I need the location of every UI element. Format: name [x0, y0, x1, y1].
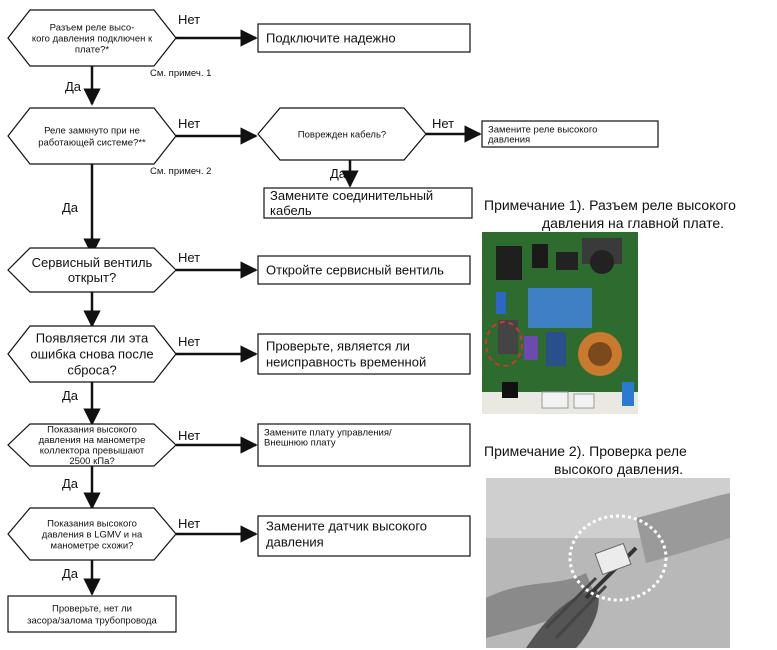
- action-check-temporary: [257, 333, 471, 375]
- main-board-photo: [482, 232, 638, 414]
- a5-text-line-1: Замените плату управления/: [264, 427, 392, 438]
- note1-line-2: давления на главной плате.: [542, 215, 725, 231]
- q6-text-line-3: манометре схожи?: [51, 540, 134, 551]
- q6-no-label: Нет: [178, 516, 200, 531]
- q2b-yes-label: Да: [330, 166, 347, 181]
- q1-text-line-2: кого давления подключен к: [32, 33, 153, 44]
- q5-no-label: Нет: [178, 428, 200, 443]
- q5-text-line-4: 2500 кПа?: [69, 456, 114, 467]
- q1-text-line-1: Разъем реле высо-: [50, 22, 135, 33]
- decision-lgmv-match: [7, 507, 177, 561]
- a7-text-line-1: Проверьте, нет ли: [52, 603, 132, 614]
- a2b-text-line-2: давления: [488, 134, 530, 145]
- q1-text-line-3: плате?*: [75, 44, 110, 55]
- connector-lines: [83, 29, 482, 596]
- q2-yes-label: Да: [62, 200, 79, 215]
- decision-high-pressure-gauge: [7, 423, 177, 467]
- q5-text-line-1: Показания высокого: [47, 425, 137, 436]
- q6-text-line-2: давления в LGMV и на: [42, 529, 143, 540]
- q5-yes-label: Да: [62, 476, 79, 491]
- a2b-text-line-1: Замените реле высокого: [488, 124, 597, 135]
- q5-text-line-3: коллектора превышают: [40, 446, 145, 457]
- relay-highlight: [568, 514, 668, 602]
- decision-relay-connector: [7, 9, 177, 67]
- a7-text-line-2: засора/залома трубопровода: [27, 615, 157, 626]
- q6-text-line-1: Показания высокого: [47, 518, 137, 529]
- q1-no-label: Нет: [178, 12, 200, 27]
- decision-relay-closed: [7, 107, 177, 165]
- q3-text-line-1: Сервисный вентиль: [32, 255, 153, 270]
- q3-no-label: Нет: [178, 250, 200, 265]
- q4-text-line-1: Появляется ли эта: [36, 331, 149, 346]
- action-replace-board: [257, 423, 471, 467]
- q2b-no-label: Нет: [432, 116, 454, 131]
- q6-yes-label: Да: [62, 566, 79, 581]
- decision-cable-damaged: [257, 107, 427, 161]
- action-replace-sensor: [257, 515, 471, 557]
- action-replace-relay: [481, 120, 659, 148]
- a1-text-line-1: Подключите надежно: [266, 31, 396, 46]
- a2c-text-line-1: Замените соединительный: [270, 188, 433, 203]
- q1-note: См. примеч. 1: [150, 68, 211, 79]
- q2-text-line-2: работающей системе?**: [38, 137, 146, 148]
- q2-text-line-1: Реле замкнуто при не: [44, 125, 140, 136]
- a4-text-line-1: Проверьте, является ли: [266, 339, 410, 354]
- action-connect-securely: [257, 23, 471, 53]
- q2-no-label: Нет: [178, 116, 200, 131]
- q3-text-line-2: открыт?: [68, 270, 116, 285]
- q4-no-label: Нет: [178, 334, 200, 349]
- q4-text-line-2: ошибка снова после: [30, 347, 153, 362]
- action-replace-cable: [263, 187, 473, 219]
- connector-highlight: [485, 321, 523, 367]
- note2-line-1: Примечание 2). Проверка реле: [484, 443, 687, 459]
- decision-error-repeats: [7, 325, 177, 383]
- q2b-text-line-1: Поврежден кабель?: [298, 129, 386, 140]
- a6-text-line-1: Замените датчик высокого: [266, 519, 427, 534]
- q4-yes-label: Да: [62, 388, 79, 403]
- q4-text-line-3: сброса?: [67, 363, 116, 378]
- action-open-valve: [257, 255, 471, 285]
- note2-title: Примечание 2). Проверка реле высокого да…: [484, 442, 774, 478]
- relay-check-photo: [486, 478, 730, 648]
- a6-text-line-2: давления: [266, 535, 324, 550]
- note1-line-1: Примечание 1). Разъем реле высокого: [484, 197, 736, 213]
- decision-service-valve: [7, 247, 177, 293]
- q2-note: См. примеч. 2: [150, 166, 211, 177]
- a2c-text-line-2: кабель: [270, 203, 312, 218]
- a5-text-line-2: Внешнюю плату: [264, 437, 336, 448]
- a3-text-line-1: Откройте сервисный вентиль: [266, 263, 444, 278]
- action-check-pipe: [7, 595, 177, 633]
- note1-title: Примечание 1). Разъем реле высокого давл…: [484, 196, 774, 232]
- q5-text-line-2: давления на манометре: [39, 435, 146, 446]
- a4-text-line-2: неисправность временной: [266, 355, 426, 370]
- q1-yes-label: Да: [65, 79, 82, 94]
- note2-line-2: высокого давления.: [554, 461, 684, 477]
